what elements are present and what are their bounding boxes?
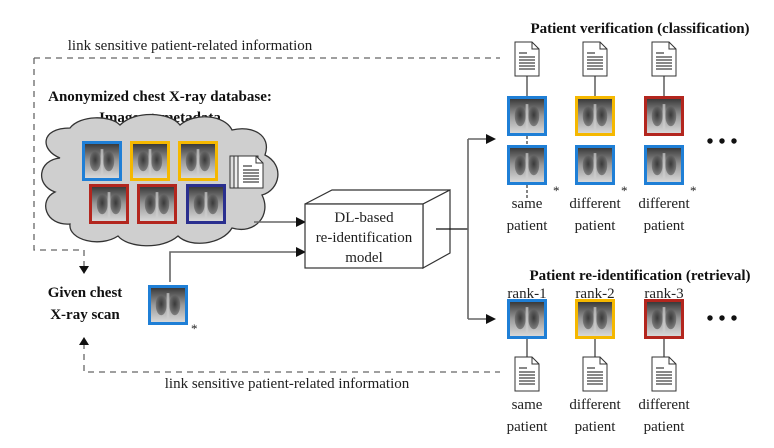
verification-column: *different patient [569, 41, 628, 234]
verification-ellipsis: • • • [706, 131, 737, 153]
bottom-link-connector [79, 337, 500, 373]
model-label-line3: model [345, 250, 383, 266]
verification-column: *different patient [638, 41, 697, 234]
metadata-document-icon [514, 41, 540, 77]
verification-reference-image [575, 96, 615, 136]
query-marker: * [690, 183, 697, 198]
database-xray-image [137, 184, 177, 224]
retrieved-xray-image [507, 299, 547, 339]
verification-query-image [644, 145, 684, 185]
model-label-line1: DL-based [334, 210, 394, 226]
metadata-document-icon [582, 356, 608, 392]
verification-query-image [575, 145, 615, 185]
query-to-model-line [169, 251, 298, 282]
verification-result-line2: patient [507, 218, 549, 234]
database-title-line1: Anonymized chest X-ray database: [48, 89, 272, 105]
verification-reference-image [507, 96, 547, 136]
retrieval-ellipsis: • • • [706, 308, 737, 330]
database-xray-image [89, 184, 129, 224]
metadata-document-icon [651, 356, 677, 392]
query-label-line1: Given chest [48, 285, 123, 301]
verification-result-line1: same [512, 196, 543, 212]
verification-column: * same patient [507, 41, 560, 234]
top-link-label: link sensitive patient-related informati… [68, 38, 313, 54]
retrieval-result-line2: patient [575, 419, 617, 435]
verification-result-line2: patient [575, 218, 617, 234]
verification-columns: *samepatient*differentpatient*differentp… [507, 41, 697, 234]
rank-label: rank-3 [644, 286, 683, 302]
model-label-line2: re-identification [316, 230, 413, 246]
verification-result-line1: different [638, 196, 690, 212]
top-link-connector [33, 57, 500, 274]
retrieval-result-line2: patient [644, 419, 686, 435]
retrieval-result-line1: different [638, 397, 690, 413]
retrieval-column: rank-1 same patient [507, 286, 549, 435]
metadata-document-icon [651, 41, 677, 77]
rank-label: rank-2 [575, 286, 614, 302]
query-xray-image [148, 285, 188, 325]
database-xray-image [178, 141, 218, 181]
verification-title: Patient verification (classification) [530, 21, 749, 37]
metadata-stack-icon [229, 155, 264, 189]
metadata-document-icon [514, 356, 540, 392]
retrieved-xray-image [575, 299, 615, 339]
query-marker: * [621, 183, 628, 198]
database-xray-image [130, 141, 170, 181]
verification-reference-image [644, 96, 684, 136]
retrieval-result-line1: same [512, 397, 543, 413]
verification-query-image [507, 145, 547, 185]
verification-result-line2: patient [644, 218, 686, 234]
query-label-line2: X-ray scan [50, 307, 120, 323]
rank-label: rank-1 [507, 286, 546, 302]
database-xray-image [186, 184, 226, 224]
retrieval-result-line2: patient [507, 419, 549, 435]
retrieved-xray-image [644, 299, 684, 339]
retrieval-result-line1: different [569, 397, 621, 413]
query-marker: * [191, 321, 198, 336]
retrieval-column: rank-2 different patient [569, 286, 621, 435]
query-xray-image [148, 285, 188, 325]
database-images [82, 141, 226, 224]
retrieval-title: Patient re-identification (retrieval) [529, 268, 750, 284]
metadata-document-icon [582, 41, 608, 77]
bottom-link-label: link sensitive patient-related informati… [165, 376, 410, 392]
retrieval-columns: rank-1samepatientrank-2differentpatientr… [507, 286, 691, 435]
query-marker: * [553, 183, 560, 198]
retrieval-column: rank-3 different patient [638, 286, 690, 435]
verification-result-line1: different [569, 196, 621, 212]
database-xray-image [82, 141, 122, 181]
